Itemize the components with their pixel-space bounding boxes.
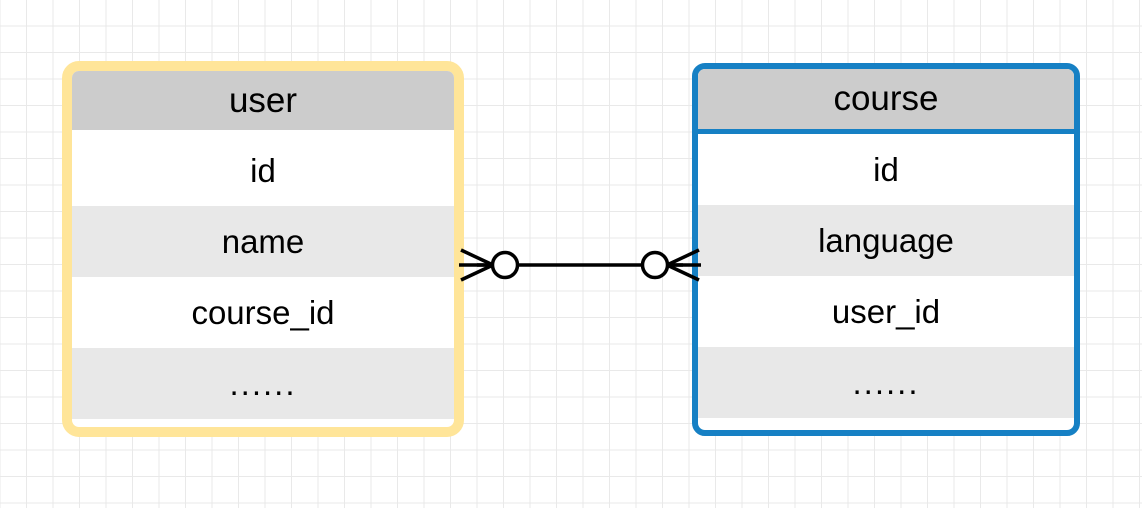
entity-user-title: user bbox=[72, 71, 454, 130]
entity-course-attribute-language[interactable]: language bbox=[698, 205, 1074, 276]
entity-user[interactable]: user id name course_id ...... bbox=[62, 61, 464, 437]
cardinality-zero-left-icon bbox=[490, 250, 520, 280]
cardinality-zero-right-icon bbox=[640, 250, 670, 280]
entity-course-title: course bbox=[698, 69, 1074, 134]
entity-course-attribute-user-id[interactable]: user_id bbox=[698, 276, 1074, 347]
entity-user-attribute-course-id[interactable]: course_id bbox=[72, 277, 454, 348]
entity-user-attribute-ellipsis[interactable]: ...... bbox=[72, 348, 454, 419]
entity-user-attribute-name[interactable]: name bbox=[72, 206, 454, 277]
crows-foot-left-icon bbox=[459, 248, 494, 282]
entity-course-attribute-id[interactable]: id bbox=[698, 134, 1074, 205]
entity-user-attribute-id[interactable]: id bbox=[72, 135, 454, 206]
entity-course-attribute-ellipsis[interactable]: ...... bbox=[698, 347, 1074, 418]
relationship-connector-svg[interactable] bbox=[455, 238, 705, 294]
entity-course[interactable]: course id language user_id ...... bbox=[692, 63, 1080, 436]
crows-foot-right-icon bbox=[666, 248, 701, 282]
relationship-user-course[interactable] bbox=[455, 238, 705, 294]
